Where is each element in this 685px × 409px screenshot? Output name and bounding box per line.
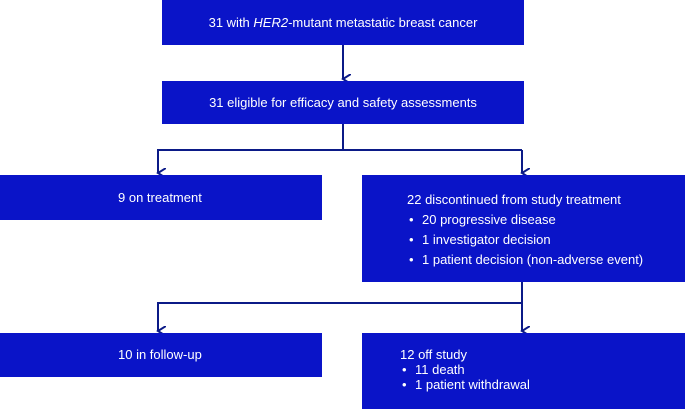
discontinued-reason-item: 20 progressive disease bbox=[407, 211, 685, 228]
on-treatment-label: 9 on treatment bbox=[118, 190, 202, 205]
follow-up-box: 10 in follow-up bbox=[0, 333, 322, 377]
off-study-box: 12 off study 11 death 1 patient withdraw… bbox=[362, 333, 685, 409]
enrolled-label: 31 with HER2-mutant metastatic breast ca… bbox=[208, 15, 478, 30]
discontinued-title: 22 discontinued from study treatment bbox=[407, 192, 621, 207]
on-treatment-box: 9 on treatment bbox=[0, 175, 322, 220]
discontinued-reason-item: 1 patient decision (non-adverse event) bbox=[407, 251, 685, 268]
follow-up-label: 10 in follow-up bbox=[118, 347, 202, 362]
off-study-reason-item: 1 patient withdrawal bbox=[400, 377, 685, 392]
eligible-label: 31 eligible for efficacy and safety asse… bbox=[209, 95, 477, 110]
discontinued-box: 22 discontinued from study treatment 20 … bbox=[362, 175, 685, 282]
off-study-title: 12 off study bbox=[400, 347, 467, 362]
off-study-reason-item: 11 death bbox=[400, 362, 685, 377]
off-study-reasons: 11 death 1 patient withdrawal bbox=[400, 362, 685, 392]
eligible-box: 31 eligible for efficacy and safety asse… bbox=[162, 81, 524, 124]
discontinued-reasons: 20 progressive disease 1 investigator de… bbox=[407, 211, 685, 268]
enrolled-box: 31 with HER2-mutant metastatic breast ca… bbox=[162, 0, 524, 45]
discontinued-reason-item: 1 investigator decision bbox=[407, 231, 685, 248]
